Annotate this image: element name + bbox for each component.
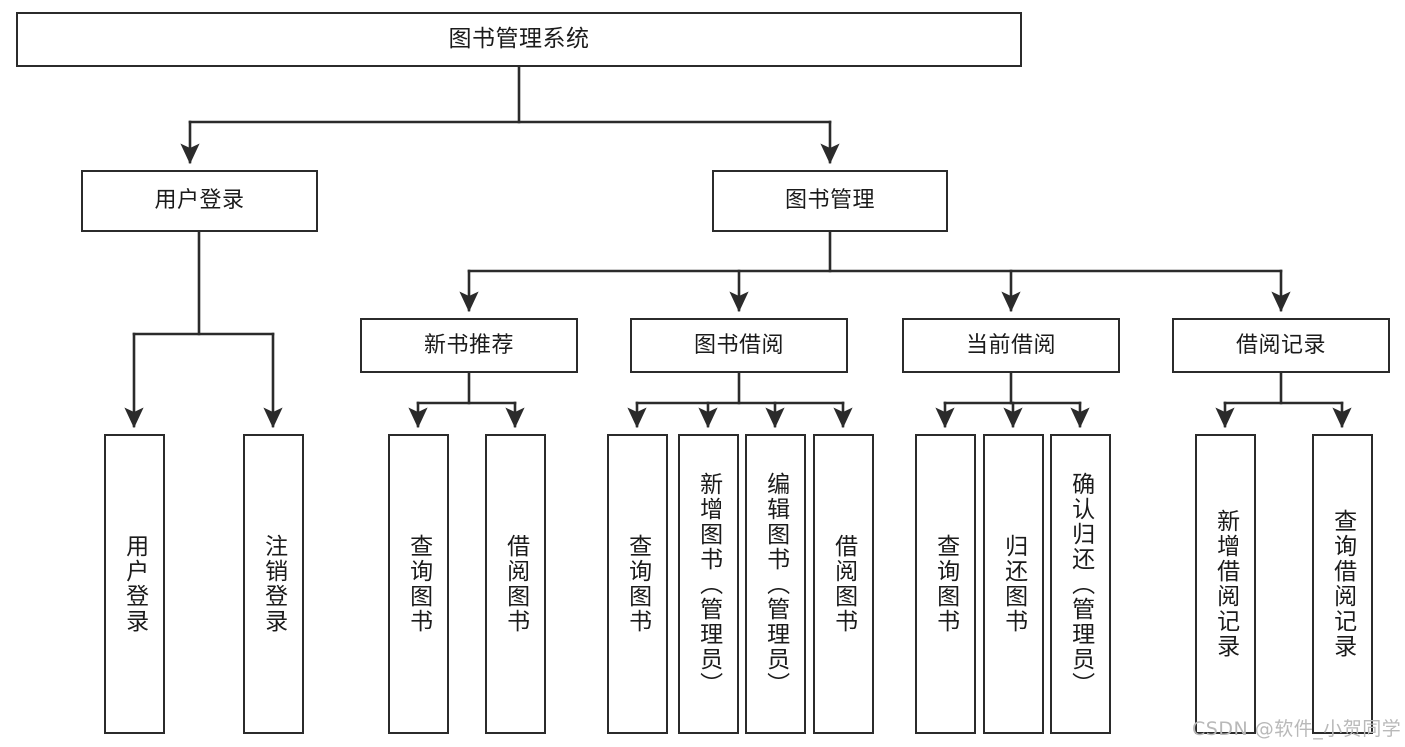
node-new-book-recommend-label: 新书推荐 (423, 332, 514, 358)
leaf-add-record-label: 新增借阅记录 (1212, 509, 1239, 659)
node-root[interactable]: 图书管理系统 (16, 12, 1022, 67)
leaf-query-book-3-label: 查询图书 (932, 534, 959, 634)
leaf-query-record[interactable]: 查询借阅记录 (1312, 434, 1373, 734)
csdn-watermark: CSDN @软件_小贺同学 (1192, 718, 1402, 740)
node-book-borrow[interactable]: 图书借阅 (630, 318, 848, 373)
leaf-query-book-2-label: 查询图书 (624, 534, 651, 634)
leaf-query-book-3[interactable]: 查询图书 (915, 434, 976, 734)
leaf-edit-book-label: 编辑图书（管理员） (762, 471, 789, 697)
node-book-borrow-label: 图书借阅 (693, 332, 784, 358)
leaf-edit-book[interactable]: 编辑图书（管理员） (745, 434, 806, 734)
node-current-borrow-label: 当前借阅 (965, 332, 1056, 358)
node-user-login[interactable]: 用户登录 (81, 170, 318, 232)
leaf-confirm-return[interactable]: 确认归还（管理员） (1050, 434, 1111, 734)
leaf-query-book-1-label: 查询图书 (405, 534, 432, 634)
leaf-query-book-2[interactable]: 查询图书 (607, 434, 668, 734)
leaf-confirm-return-label: 确认归还（管理员） (1067, 471, 1094, 697)
node-current-borrow[interactable]: 当前借阅 (902, 318, 1120, 373)
leaf-return-book-label: 归还图书 (1000, 534, 1027, 634)
leaf-user-login[interactable]: 用户登录 (104, 434, 165, 734)
node-borrow-record-label: 借阅记录 (1235, 332, 1326, 358)
leaf-logout-login-label: 注销登录 (260, 534, 287, 634)
leaf-add-book[interactable]: 新增图书（管理员） (678, 434, 739, 734)
node-book-manage[interactable]: 图书管理 (712, 170, 948, 232)
node-user-login-label: 用户登录 (154, 188, 245, 214)
node-new-book-recommend[interactable]: 新书推荐 (360, 318, 578, 373)
leaf-add-book-label: 新增图书（管理员） (695, 471, 722, 697)
leaf-query-book-1[interactable]: 查询图书 (388, 434, 449, 734)
leaf-borrow-book-1[interactable]: 借阅图书 (485, 434, 546, 734)
node-root-label: 图书管理系统 (448, 25, 590, 52)
leaf-add-record[interactable]: 新增借阅记录 (1195, 434, 1256, 734)
leaf-borrow-book-1-label: 借阅图书 (502, 534, 529, 634)
leaf-logout-login[interactable]: 注销登录 (243, 434, 304, 734)
leaf-user-login-label: 用户登录 (121, 534, 148, 634)
leaf-borrow-book-2-label: 借阅图书 (830, 534, 857, 634)
node-borrow-record[interactable]: 借阅记录 (1172, 318, 1390, 373)
leaf-borrow-book-2[interactable]: 借阅图书 (813, 434, 874, 734)
leaf-return-book[interactable]: 归还图书 (983, 434, 1044, 734)
leaf-query-record-label: 查询借阅记录 (1329, 509, 1356, 659)
node-book-manage-label: 图书管理 (784, 188, 875, 214)
